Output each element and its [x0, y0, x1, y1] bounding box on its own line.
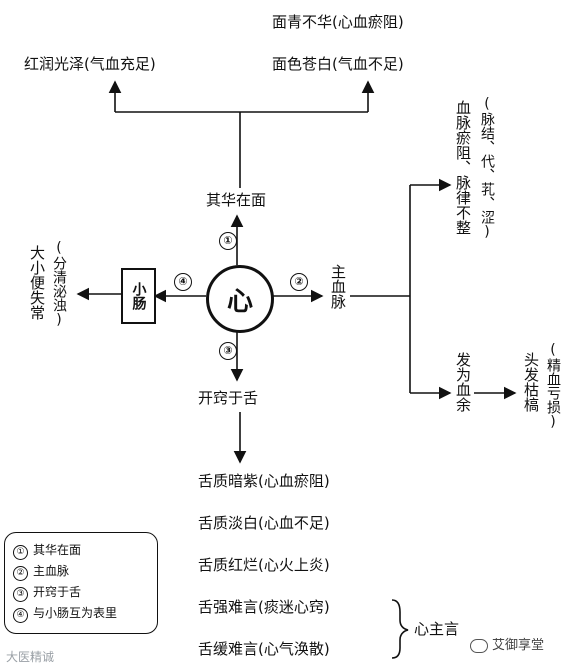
- legend-text: 主血脉: [33, 564, 70, 578]
- legend-text: 其华在面: [33, 543, 82, 557]
- ruddy-label: 红润光泽(气血充足): [24, 55, 156, 73]
- small-intestine-label: 小肠: [130, 282, 147, 310]
- legend-text: 开窍于舌: [33, 585, 82, 599]
- heart-label: 心: [226, 286, 253, 317]
- flourish-face-label: 其华在面: [206, 191, 267, 209]
- wechat-icon: [470, 638, 488, 653]
- watermark-left: 大医精诚: [6, 650, 55, 664]
- tongue-item-3: 舌质红烂(心火上炎): [198, 556, 330, 574]
- tongue-item-2: 舌质淡白(心血不足): [198, 514, 330, 532]
- legend-text: 与小肠互为表里: [33, 606, 118, 620]
- governs-vessels-label: 主血脉: [329, 264, 347, 309]
- pulse-paren-label: (脉结、代、芤、涩): [479, 96, 495, 240]
- legend-item: ① 其华在面: [13, 543, 81, 560]
- marker-4: ④: [174, 273, 192, 291]
- legend-item: ③ 开窍于舌: [13, 585, 81, 602]
- tongue-item-1: 舌质暗紫(心血瘀阻): [198, 472, 330, 490]
- legend-num: ②: [13, 566, 28, 581]
- legend-num: ④: [13, 608, 28, 623]
- marker-3: ③: [219, 342, 237, 360]
- tongue-item-5: 舌缓难言(心气涣散): [198, 640, 330, 658]
- watermark-right: 艾御享堂: [470, 634, 544, 653]
- hair-label: 头发枯槁: [522, 352, 540, 412]
- hair-paren-label: (精血亏损): [545, 342, 561, 430]
- tongue-item-4: 舌强难言(痰迷心窍): [198, 598, 330, 616]
- urine-label: 大小便失常: [28, 245, 46, 320]
- heart-speech-label: 心主言: [414, 620, 460, 638]
- face-pale-blue-label: 面青不华(心血瘀阻): [272, 13, 404, 31]
- blood-residue-label: 发为血余: [454, 352, 472, 412]
- pulse-label: 血脉瘀阻、脉律不整: [454, 100, 472, 235]
- opens-tongue-label: 开窍于舌: [198, 389, 259, 407]
- urine-paren-label: (分清泌浊): [51, 240, 67, 328]
- speech-bracket: [391, 599, 409, 659]
- legend-num: ①: [13, 545, 28, 560]
- small-intestine-box: 小肠: [121, 268, 156, 324]
- watermark-right-label: 艾御享堂: [492, 638, 545, 653]
- marker-2: ②: [290, 273, 308, 291]
- legend-item: ④ 与小肠互为表里: [13, 606, 117, 623]
- legend-box: ① 其华在面 ② 主血脉 ③ 开窍于舌 ④ 与小肠互为表里: [4, 532, 158, 634]
- marker-1: ①: [219, 232, 237, 250]
- pale-white-label: 面色苍白(气血不足): [272, 55, 404, 73]
- heart-node: 心: [206, 265, 274, 333]
- legend-num: ③: [13, 587, 28, 602]
- legend-item: ② 主血脉: [13, 564, 69, 581]
